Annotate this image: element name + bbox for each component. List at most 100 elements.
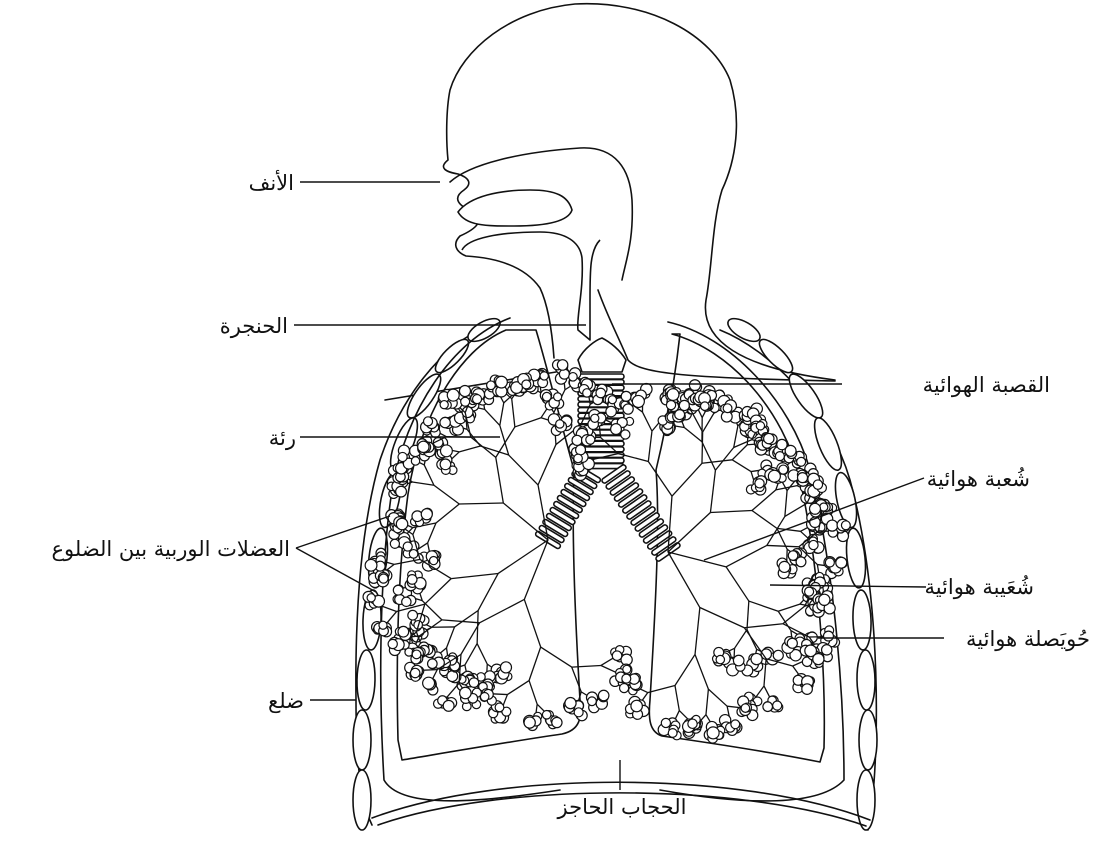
alveolus [459, 385, 470, 396]
alveolus [524, 717, 535, 728]
alveolus [733, 655, 744, 666]
alveolus [819, 594, 830, 605]
bronchiole [425, 579, 451, 604]
label-lung: رئة [269, 426, 296, 451]
bronchiole [524, 599, 540, 647]
alveolus [402, 597, 411, 606]
alveolus [606, 406, 616, 416]
alveolus [496, 376, 508, 388]
alveolus [565, 698, 576, 709]
bronchiole [428, 523, 436, 543]
bronchiole [538, 445, 556, 485]
alveolus [393, 585, 403, 595]
bronchiole [503, 503, 548, 540]
bronchiole [500, 425, 509, 455]
alveolus [773, 650, 783, 660]
alveolus [632, 395, 644, 407]
bronchiole [648, 686, 675, 693]
alveolus [447, 389, 459, 401]
alveolus [787, 638, 797, 648]
alveolus [841, 521, 850, 530]
label-bronchus: شُعبة هوائية [927, 466, 1030, 492]
alveolus [396, 486, 407, 497]
leader-intercostal-b [296, 548, 376, 592]
bronchiole [541, 647, 572, 667]
alveolus [667, 389, 679, 401]
larynx-shape [578, 338, 626, 372]
bronchiole [767, 545, 799, 546]
label-larynx: الحنجرة [220, 314, 288, 339]
bronchiole [785, 491, 787, 517]
bronchiole [700, 608, 745, 628]
bronchiole [496, 457, 504, 503]
alveolus [396, 518, 407, 529]
alveolus [583, 389, 591, 397]
alveolus [586, 435, 595, 444]
alveolus [398, 626, 409, 637]
alveolus [424, 417, 433, 426]
bronchiole [668, 552, 726, 567]
alveolus [805, 587, 814, 596]
bronchiole [778, 611, 791, 630]
label-bronchiole: شُعَيبة هوائية [924, 574, 1034, 600]
right-rib-segments [724, 314, 877, 830]
alveolus [398, 452, 407, 461]
bronchiole [684, 428, 702, 442]
alveolus [623, 665, 631, 673]
bronchiole [459, 446, 480, 452]
alveolus [596, 388, 606, 398]
alveolus [598, 690, 608, 700]
bronchiole [515, 418, 541, 427]
alveolus [689, 380, 700, 391]
alveolus [731, 720, 740, 729]
bronchiole [672, 463, 702, 496]
alveolus [797, 473, 807, 483]
alveolus [836, 557, 847, 568]
alveolus [461, 397, 470, 406]
alveolus [779, 465, 788, 474]
alveolus [440, 401, 448, 409]
alveolus [621, 391, 631, 401]
alveolus [367, 594, 375, 602]
bronchiole [702, 442, 715, 471]
alveolus [473, 395, 482, 404]
alveolus [612, 651, 622, 661]
label-diaphragm: الحجاب الحاجز [557, 795, 687, 820]
alveolus [557, 360, 567, 370]
alveolus [622, 674, 631, 683]
bronchiole [735, 630, 747, 649]
alveolus [421, 509, 432, 520]
alveolus [379, 574, 388, 583]
bronchiole [734, 440, 752, 448]
alveolus [542, 392, 551, 401]
bronchiole [702, 460, 732, 463]
alveolus [813, 653, 824, 664]
bronchiole [675, 654, 695, 685]
bronchiole [412, 482, 434, 485]
alveolus [723, 404, 732, 413]
bronchiole [500, 403, 504, 426]
label-rib: ضلع [268, 689, 304, 714]
alveolus [423, 677, 435, 689]
alveolus [716, 655, 724, 663]
bronchiole [642, 412, 651, 431]
alveolus [608, 396, 616, 404]
alveolus [827, 520, 838, 531]
alveolus [623, 404, 633, 414]
bronchiole [572, 667, 582, 692]
alveolus [768, 470, 780, 482]
bronchiole [529, 681, 537, 705]
bronchiole [648, 431, 652, 461]
label-intercostal-muscles: العضلات الوربية بين الضلوع [51, 537, 290, 562]
bronchiole [478, 573, 498, 610]
alveolus [559, 369, 569, 379]
bronchiole [434, 485, 459, 504]
bronchiole [512, 399, 515, 427]
alveolus [408, 610, 418, 620]
alveolus [751, 653, 762, 664]
alveolus [487, 381, 496, 390]
bronchiole [695, 608, 700, 655]
neck-right [598, 290, 835, 381]
bronchiole [446, 627, 454, 648]
